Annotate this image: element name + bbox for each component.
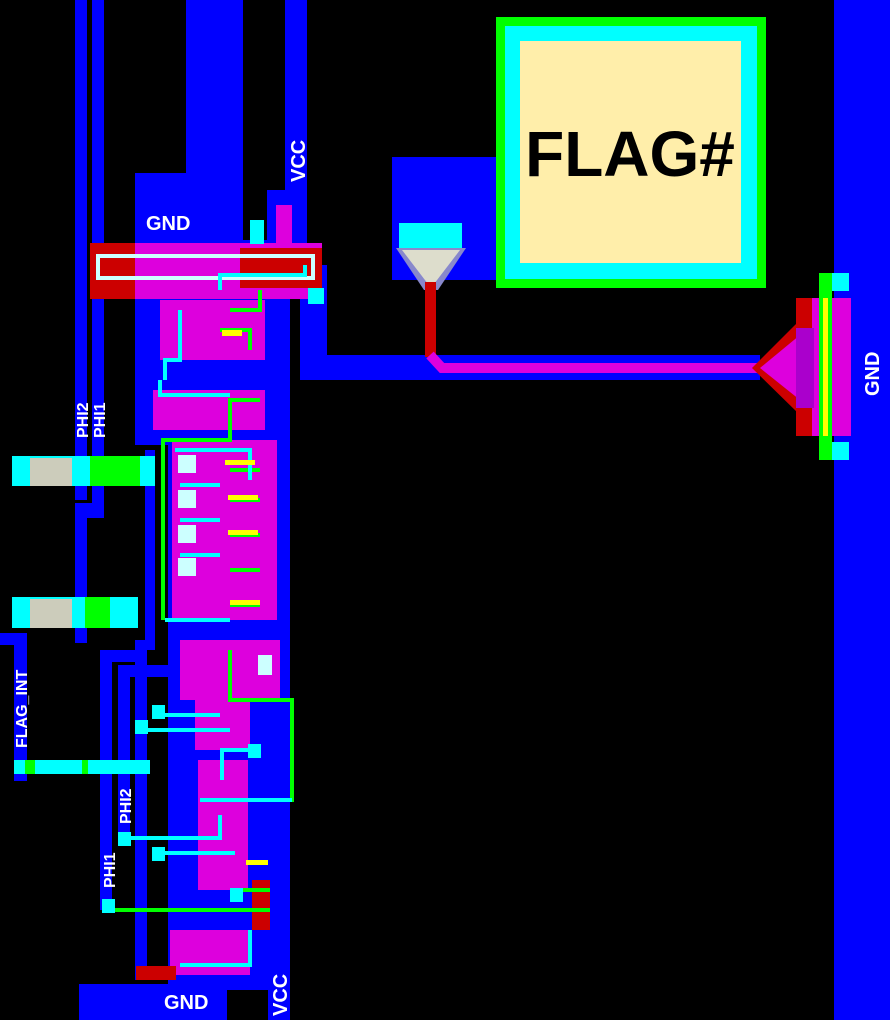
- phi2-bottom-metal: [118, 665, 130, 845]
- gnd-metal-top: [186, 0, 243, 175]
- metal-segment: [135, 640, 147, 980]
- label-phi1-top: PHI1: [92, 402, 109, 438]
- core-logic: [90, 205, 324, 980]
- metal-segment: [118, 665, 168, 677]
- phi2-metal-line: [75, 0, 87, 500]
- metal-segment: [145, 450, 155, 650]
- label-phi2-bottom: PHI2: [118, 788, 135, 824]
- phi1-bottom-metal: [100, 650, 112, 910]
- label-gnd-right: GND: [862, 352, 884, 396]
- gnd-rail-right: [834, 0, 890, 1020]
- pad-contact: [396, 223, 760, 373]
- label-phi1-bottom: PHI1: [102, 852, 119, 888]
- gnd-metal-bottom: [79, 984, 227, 1020]
- pad-label: FLAG#: [525, 118, 735, 190]
- label-vcc-bottom: VCC: [270, 974, 292, 1016]
- flag-int-metal: [14, 633, 27, 781]
- net-labels: VCC GND PHI2 PHI1 FLAG_INT PHI2 PHI1 GND…: [14, 140, 884, 1016]
- output-driver: [752, 273, 851, 460]
- flag-bond-pad: FLAG#: [496, 17, 766, 288]
- label-vcc-top: VCC: [288, 140, 310, 182]
- label-flag-int: FLAG_INT: [14, 670, 31, 748]
- label-phi2-top: PHI2: [75, 402, 92, 438]
- vcc-metal-bottom: [268, 940, 290, 1020]
- metal-segment: [100, 650, 138, 662]
- phi-inputs: [12, 456, 155, 774]
- label-gnd-bottom: GND: [164, 992, 208, 1014]
- vcc-metal-top: [285, 0, 307, 220]
- label-gnd-top: GND: [146, 213, 190, 235]
